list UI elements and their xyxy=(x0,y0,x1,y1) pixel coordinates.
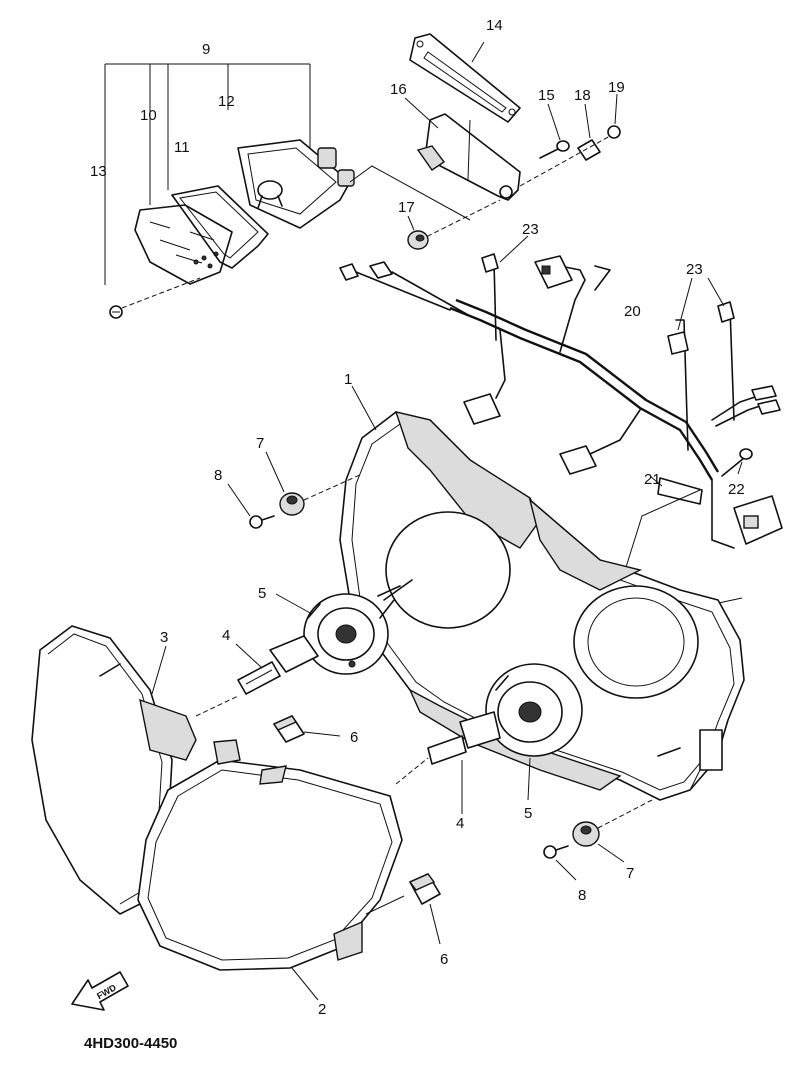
callout-23-left: 23 xyxy=(522,221,539,238)
callout-7-lower: 7 xyxy=(626,865,634,882)
bulb-lower xyxy=(195,695,501,814)
callout-2: 2 xyxy=(318,1001,326,1018)
screw-8-lower xyxy=(543,845,577,881)
grommet-7-upper xyxy=(265,451,363,516)
callout-7-upper: 7 xyxy=(256,435,264,452)
bracket-assembly xyxy=(404,33,621,250)
drawing-code: 4HD300-4450 xyxy=(84,1035,177,1052)
callout-18: 18 xyxy=(574,87,591,104)
screw-8-upper xyxy=(227,483,275,529)
callout-23-right: 23 xyxy=(686,261,703,278)
beam-adjuster-upper xyxy=(275,585,401,675)
grommet-7-lower xyxy=(572,799,653,863)
callout-17: 17 xyxy=(398,199,415,216)
callout-12: 12 xyxy=(218,93,235,110)
headlight-lens-right xyxy=(137,739,403,1001)
headlight-body xyxy=(339,385,745,801)
callout-13: 13 xyxy=(90,163,107,180)
callout-19: 19 xyxy=(608,79,625,96)
beam-adjuster-lower xyxy=(485,663,583,801)
callout-4-upper: 4 xyxy=(222,627,230,644)
callout-15: 15 xyxy=(538,87,555,104)
callout-16: 16 xyxy=(390,81,407,98)
callout-9: 9 xyxy=(202,41,210,58)
damper-6-lower xyxy=(365,873,441,945)
callout-6-upper: 6 xyxy=(350,729,358,746)
callout-14: 14 xyxy=(486,17,503,34)
forward-direction-arrow: FWD xyxy=(71,971,129,1011)
callout-11: 11 xyxy=(174,139,190,156)
callout-1: 1 xyxy=(344,371,352,388)
damper-6-upper xyxy=(272,715,341,743)
callout-4-lower: 4 xyxy=(456,815,464,832)
callout-8-upper: 8 xyxy=(214,467,222,484)
callout-6-lower: 6 xyxy=(440,951,448,968)
bulb-upper xyxy=(235,635,319,695)
callout-22: 22 xyxy=(728,481,745,498)
callout-10: 10 xyxy=(140,107,157,124)
callout-3: 3 xyxy=(160,629,168,646)
callout-5-lower: 5 xyxy=(524,805,532,822)
flasher-lamp-assembly xyxy=(104,63,471,319)
callout-5-upper: 5 xyxy=(258,585,266,602)
callout-20: 20 xyxy=(624,303,641,320)
callout-labels: 1 2 3 4 4 5 5 6 6 7 7 8 8 9 10 11 12 13 … xyxy=(90,17,745,1018)
wire-harness xyxy=(339,235,783,613)
callout-21: 21 xyxy=(644,471,661,488)
callout-8-lower: 8 xyxy=(578,887,586,904)
